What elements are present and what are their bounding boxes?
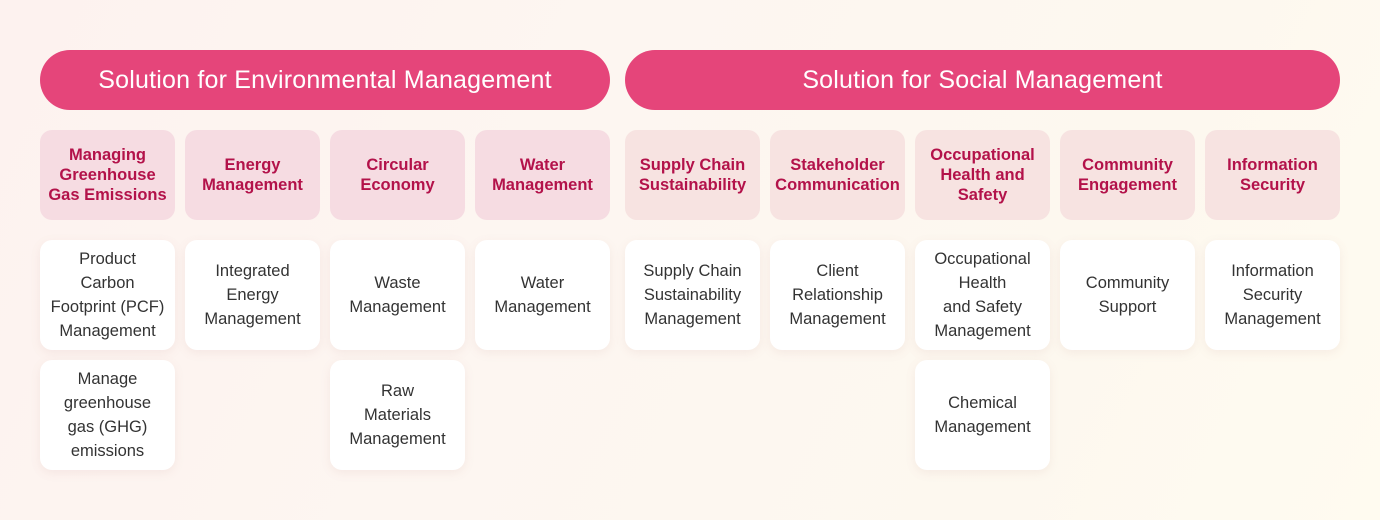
category-occupational-health-safety: Occupational Health and Safety [915, 130, 1050, 220]
solution-card-community-support: Community Support [1060, 240, 1195, 350]
category-information-security: Information Security [1205, 130, 1340, 220]
solution-card-client-relationship-management: Client Relationship Management [770, 240, 905, 350]
category-stakeholder-communication: Stakeholder Communication [770, 130, 905, 220]
social-banner-label: Solution for Social Management [802, 65, 1163, 94]
category-title: Managing Greenhouse Gas Emissions [48, 146, 167, 204]
category-title: Water Management [492, 156, 593, 194]
solution-label: Supply Chain Sustainability Management [643, 262, 742, 328]
solution-label: Chemical Management [934, 394, 1031, 436]
solution-label: Water Management [494, 274, 591, 316]
solution-card-integrated-energy-management: Integrated Energy Management [185, 240, 320, 350]
solution-label: Product Carbon Footprint (PCF) Managemen… [50, 250, 165, 340]
social-management-banner: Solution for Social Management [625, 50, 1340, 110]
solution-label: Occupational Health and Safety Managemen… [934, 250, 1031, 340]
solution-card-chemical-management: Chemical Management [915, 360, 1050, 470]
category-managing-ghg-emissions: Managing Greenhouse Gas Emissions [40, 130, 175, 220]
solution-card-pcf-management: Product Carbon Footprint (PCF) Managemen… [40, 240, 175, 350]
category-title: Stakeholder Communication [775, 156, 900, 194]
solution-card-information-security-management: Information Security Management [1205, 240, 1340, 350]
category-community-engagement: Community Engagement [1060, 130, 1195, 220]
solution-label: Integrated Energy Management [204, 262, 301, 328]
solution-card-waste-management: Waste Management [330, 240, 465, 350]
category-title: Energy Management [202, 156, 303, 194]
category-energy-management: Energy Management [185, 130, 320, 220]
category-title: Community Engagement [1077, 156, 1178, 194]
solution-label: Raw Materials Management [349, 382, 446, 448]
solution-label: Waste Management [349, 274, 446, 316]
solution-label: Manage greenhouse gas (GHG) emissions [63, 370, 152, 460]
category-water-management: Water Management [475, 130, 610, 220]
solution-card-manage-ghg-emissions: Manage greenhouse gas (GHG) emissions [40, 360, 175, 470]
solution-label: Community Support [1085, 274, 1170, 316]
category-title: Supply Chain Sustainability [638, 156, 747, 194]
solution-label: Client Relationship Management [789, 262, 886, 328]
environmental-banner-label: Solution for Environmental Management [98, 65, 552, 94]
solution-card-water-management: Water Management [475, 240, 610, 350]
category-title: Information Security [1227, 156, 1318, 194]
solution-card-occupational-health-safety-management: Occupational Health and Safety Managemen… [915, 240, 1050, 350]
environmental-management-banner: Solution for Environmental Management [40, 50, 610, 110]
solution-label: Information Security Management [1224, 262, 1321, 328]
solution-card-raw-materials-management: Raw Materials Management [330, 360, 465, 470]
category-title: Circular Economy [360, 156, 435, 194]
category-title: Occupational Health and Safety [930, 146, 1035, 204]
solution-card-supply-chain-sustainability-management: Supply Chain Sustainability Management [625, 240, 760, 350]
category-supply-chain-sustainability: Supply Chain Sustainability [625, 130, 760, 220]
category-circular-economy: Circular Economy [330, 130, 465, 220]
